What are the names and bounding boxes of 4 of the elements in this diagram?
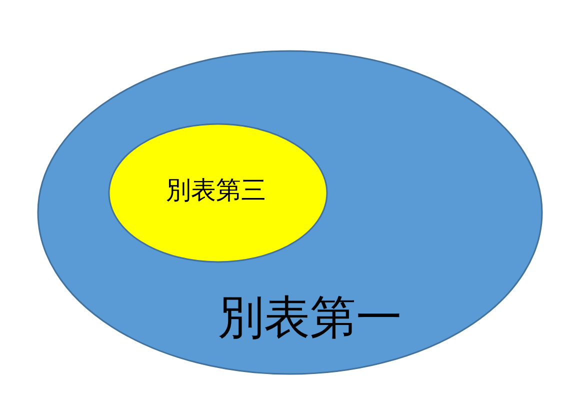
ellipse-label: 別表第三 [166, 174, 266, 206]
ellipse [37, 50, 543, 375]
ellipse-label: 別表第一 [218, 289, 402, 346]
ellipse [108, 123, 328, 263]
